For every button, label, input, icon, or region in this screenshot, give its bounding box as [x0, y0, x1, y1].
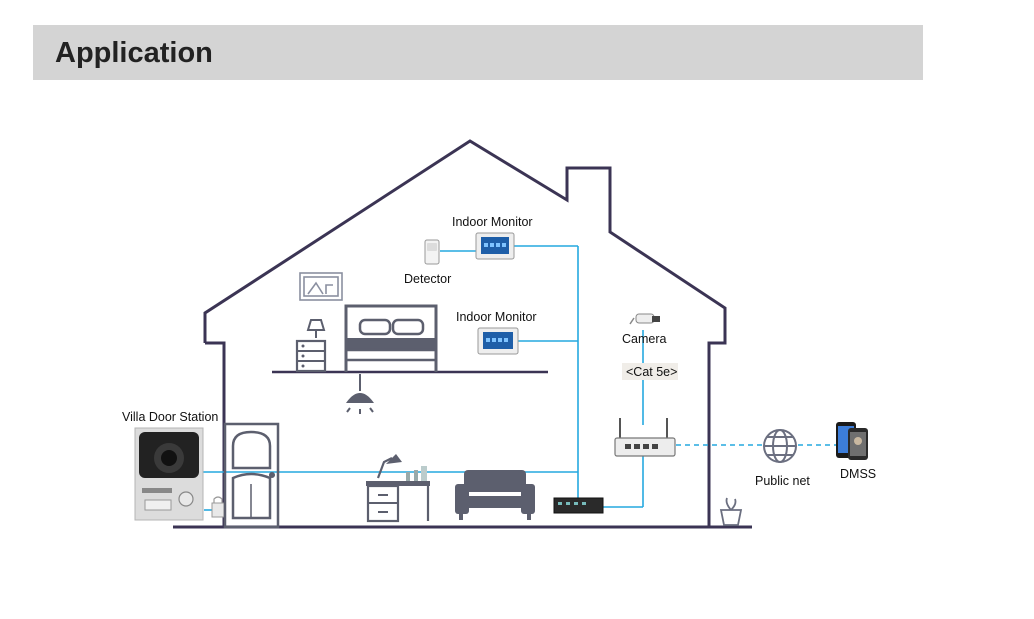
- page-title: Application: [55, 37, 213, 69]
- section-header: Application: [33, 25, 923, 80]
- switch-icon: [553, 497, 604, 514]
- detector-icon: [424, 239, 440, 265]
- public-net-label: Public net: [755, 474, 810, 488]
- indoor-monitor-icon: [475, 232, 515, 260]
- plant-icon: [719, 497, 743, 526]
- lock-icon: [211, 496, 225, 518]
- picture-frame-icon: [299, 272, 343, 301]
- indoor-monitor-bottom-label: Indoor Monitor: [456, 310, 537, 324]
- sofa-icon: [455, 470, 535, 520]
- camera-icon: [629, 313, 660, 325]
- globe-icon: [763, 429, 797, 463]
- cable-type-badge: <Cat 5e>: [622, 363, 678, 380]
- nightstand-icon: [295, 319, 327, 373]
- bed-icon: [344, 304, 438, 372]
- indoor-monitor-top-label: Indoor Monitor: [452, 215, 533, 229]
- indoor-monitor-icon: [477, 327, 519, 355]
- desk-icon: [366, 454, 430, 523]
- dmss-label: DMSS: [840, 467, 876, 481]
- villa-door-station-icon: [134, 427, 204, 521]
- smartphone-icon: [836, 422, 868, 460]
- camera-label: Camera: [622, 332, 667, 346]
- villa-door-station-label: Villa Door Station: [122, 410, 218, 424]
- ceiling-lamp-icon: [345, 374, 375, 414]
- router-icon: [614, 418, 676, 457]
- cable-type-label: <Cat 5e>: [626, 365, 677, 379]
- door-icon: [223, 422, 280, 529]
- detector-label: Detector: [404, 272, 451, 286]
